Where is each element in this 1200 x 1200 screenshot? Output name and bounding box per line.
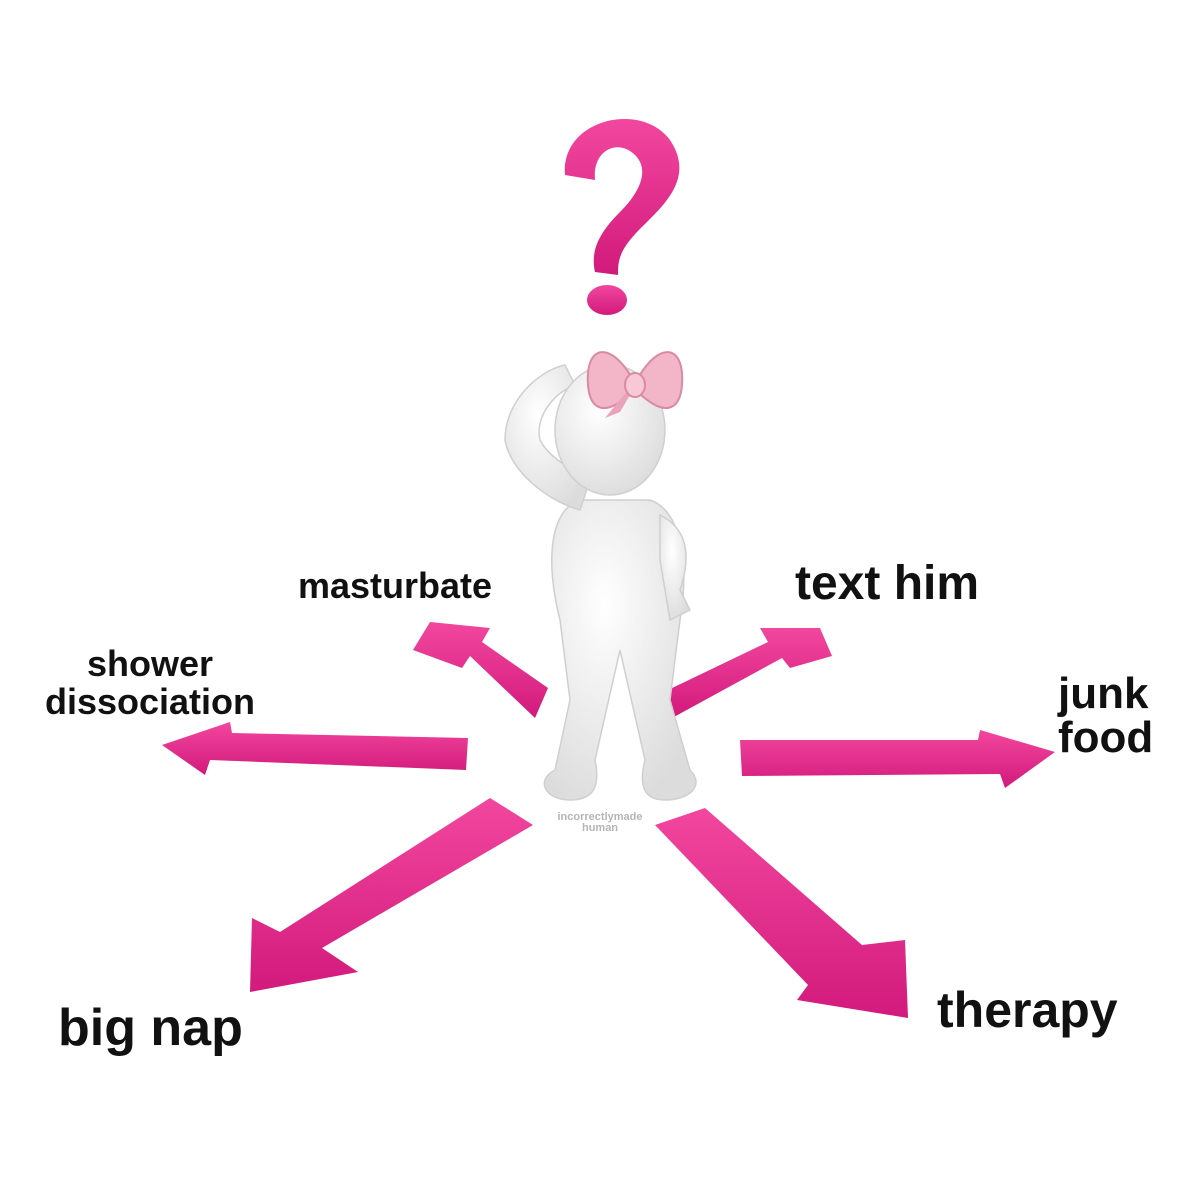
label-shower-line2: dissociation <box>44 681 256 722</box>
label-junk-food: junk food <box>1058 672 1153 760</box>
arrow-masturbate <box>413 622 548 718</box>
watermark-line2: human <box>581 822 619 834</box>
watermark: incorrectlymade human <box>540 812 660 834</box>
label-shower-dissociation: shower dissociation <box>32 645 268 721</box>
bow-icon <box>586 351 684 418</box>
arrow-therapy <box>655 808 908 1018</box>
label-text-him: text him <box>795 557 980 610</box>
arrow-junk-food <box>740 730 1055 788</box>
label-therapy: therapy <box>937 982 1118 1038</box>
question-mark-icon <box>564 118 680 315</box>
arrow-big-nap <box>250 798 533 992</box>
watermark-line1: incorrectlymade <box>557 811 643 823</box>
thinking-figure <box>504 364 697 801</box>
label-big-nap: big nap <box>58 999 243 1057</box>
label-junk-line1: junk <box>1058 669 1149 718</box>
label-masturbate: masturbate <box>298 565 493 606</box>
arrow-shower-dissociation <box>162 722 468 775</box>
label-shower-line1: shower <box>86 643 214 684</box>
label-junk-line2: food <box>1058 713 1154 762</box>
arrow-text-him <box>668 628 832 718</box>
